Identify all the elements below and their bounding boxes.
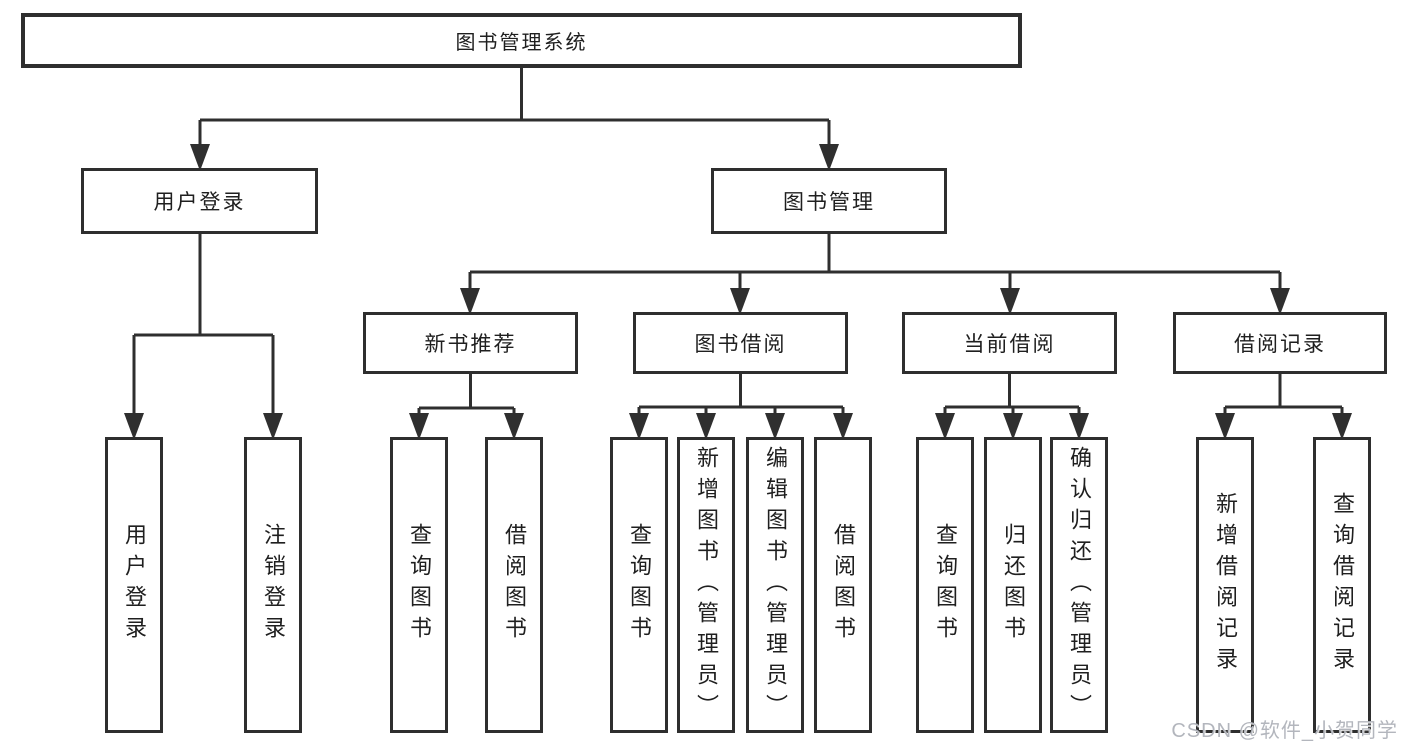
node-label: 借阅记录 — [1234, 333, 1326, 356]
leaf-label: 查询图书 — [627, 523, 652, 647]
node-label: 图书管理 — [783, 191, 875, 214]
node-root-label: 图书管理系统 — [455, 32, 588, 54]
node-root-system: 图书管理系统 — [21, 13, 1022, 68]
leaf-edit-book-admin: 编辑图书（管理员） — [746, 437, 804, 733]
leaf-return-book: 归还图书 — [984, 437, 1042, 733]
node-label: 当前借阅 — [963, 333, 1056, 356]
leaf-label: 用户登录 — [122, 523, 147, 647]
leaf-label: 查询图书 — [933, 523, 958, 647]
node-user-login-module: 用户登录 — [81, 168, 318, 234]
leaf-borrow-book-1: 借阅图书 — [485, 437, 543, 733]
leaf-label: 借阅图书 — [502, 523, 527, 647]
node-borrow-record: 借阅记录 — [1173, 312, 1387, 374]
node-new-book-recommend: 新书推荐 — [363, 312, 578, 374]
leaf-query-book-3: 查询图书 — [916, 437, 974, 733]
leaf-label: 查询图书 — [407, 523, 432, 647]
leaf-label: 借阅图书 — [831, 523, 856, 647]
node-label: 用户登录 — [153, 191, 246, 214]
tree-edges — [132, 67, 1344, 434]
node-label: 新书推荐 — [424, 333, 517, 356]
leaf-add-book-admin: 新增图书（管理员） — [677, 437, 735, 733]
node-book-borrow: 图书借阅 — [633, 312, 848, 374]
arrowhead-icons — [124, 144, 1352, 440]
node-book-management-module: 图书管理 — [711, 168, 947, 234]
leaf-label: 归还图书 — [1001, 523, 1026, 647]
leaf-label: 编辑图书（管理员） — [763, 445, 788, 725]
watermark: CSDN @软件_小贺同学 — [1171, 720, 1398, 742]
leaf-label: 新增借阅记录 — [1213, 492, 1238, 678]
leaf-label: 注销登录 — [261, 523, 286, 647]
leaf-query-borrow-record: 查询借阅记录 — [1313, 437, 1371, 733]
leaf-borrow-book-2: 借阅图书 — [814, 437, 872, 733]
leaf-query-book-1: 查询图书 — [390, 437, 448, 733]
node-current-borrow: 当前借阅 — [902, 312, 1117, 374]
leaf-label: 新增图书（管理员） — [694, 445, 719, 725]
leaf-logout: 注销登录 — [244, 437, 302, 733]
leaf-user-login: 用户登录 — [105, 437, 163, 733]
leaf-query-book-2: 查询图书 — [610, 437, 668, 733]
leaf-confirm-return-admin: 确认归还（管理员） — [1050, 437, 1108, 733]
leaf-label: 查询借阅记录 — [1330, 492, 1355, 678]
leaf-label: 确认归还（管理员） — [1067, 445, 1092, 725]
leaf-add-borrow-record: 新增借阅记录 — [1196, 437, 1254, 733]
node-label: 图书借阅 — [694, 333, 787, 356]
